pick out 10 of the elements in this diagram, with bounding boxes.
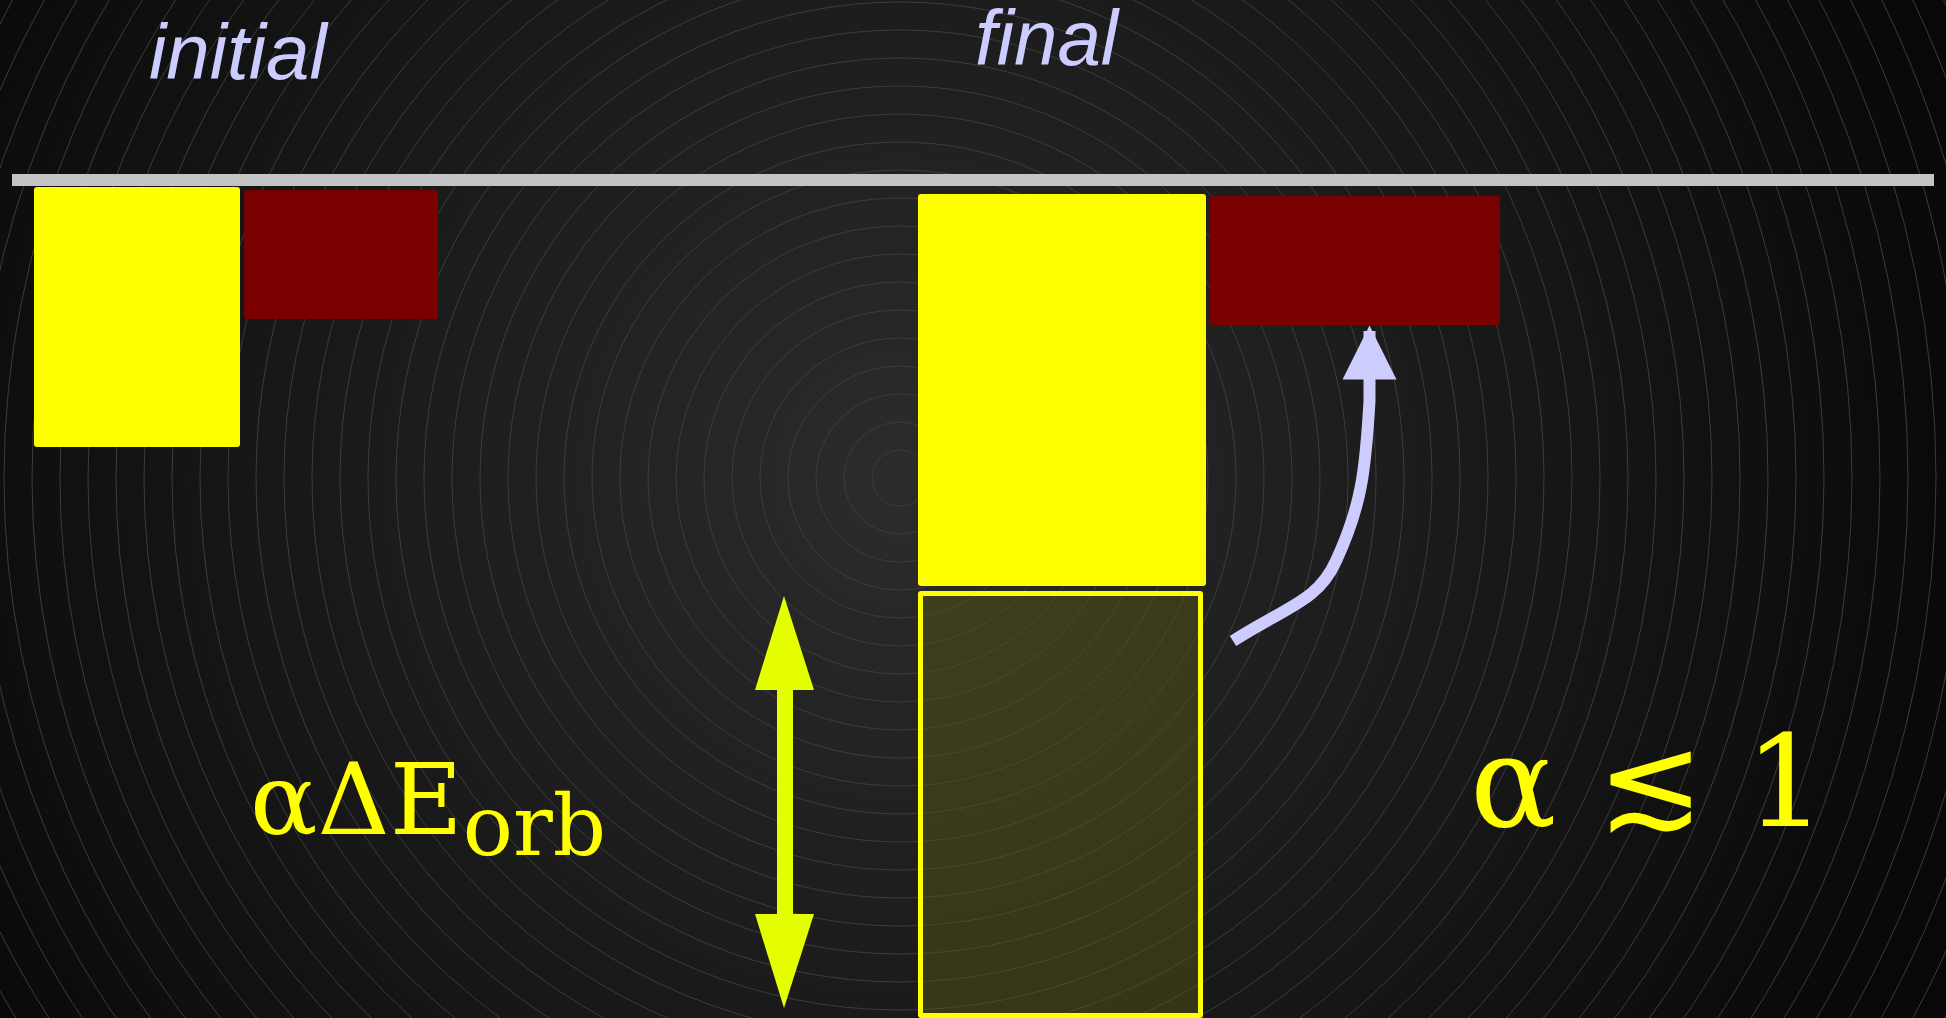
stage-label: initial — [149, 10, 327, 96]
level-block — [34, 187, 240, 447]
level-block — [244, 190, 438, 319]
level-block — [1210, 196, 1500, 325]
level-block — [918, 194, 1206, 586]
formula-label: αΔE$_{orb}$ — [250, 745, 607, 873]
formula-label: α ≲ 1 — [1470, 712, 1827, 853]
curved-arrow — [1229, 325, 1397, 647]
stage-label: final — [975, 0, 1119, 82]
outlined-block — [918, 591, 1203, 1018]
